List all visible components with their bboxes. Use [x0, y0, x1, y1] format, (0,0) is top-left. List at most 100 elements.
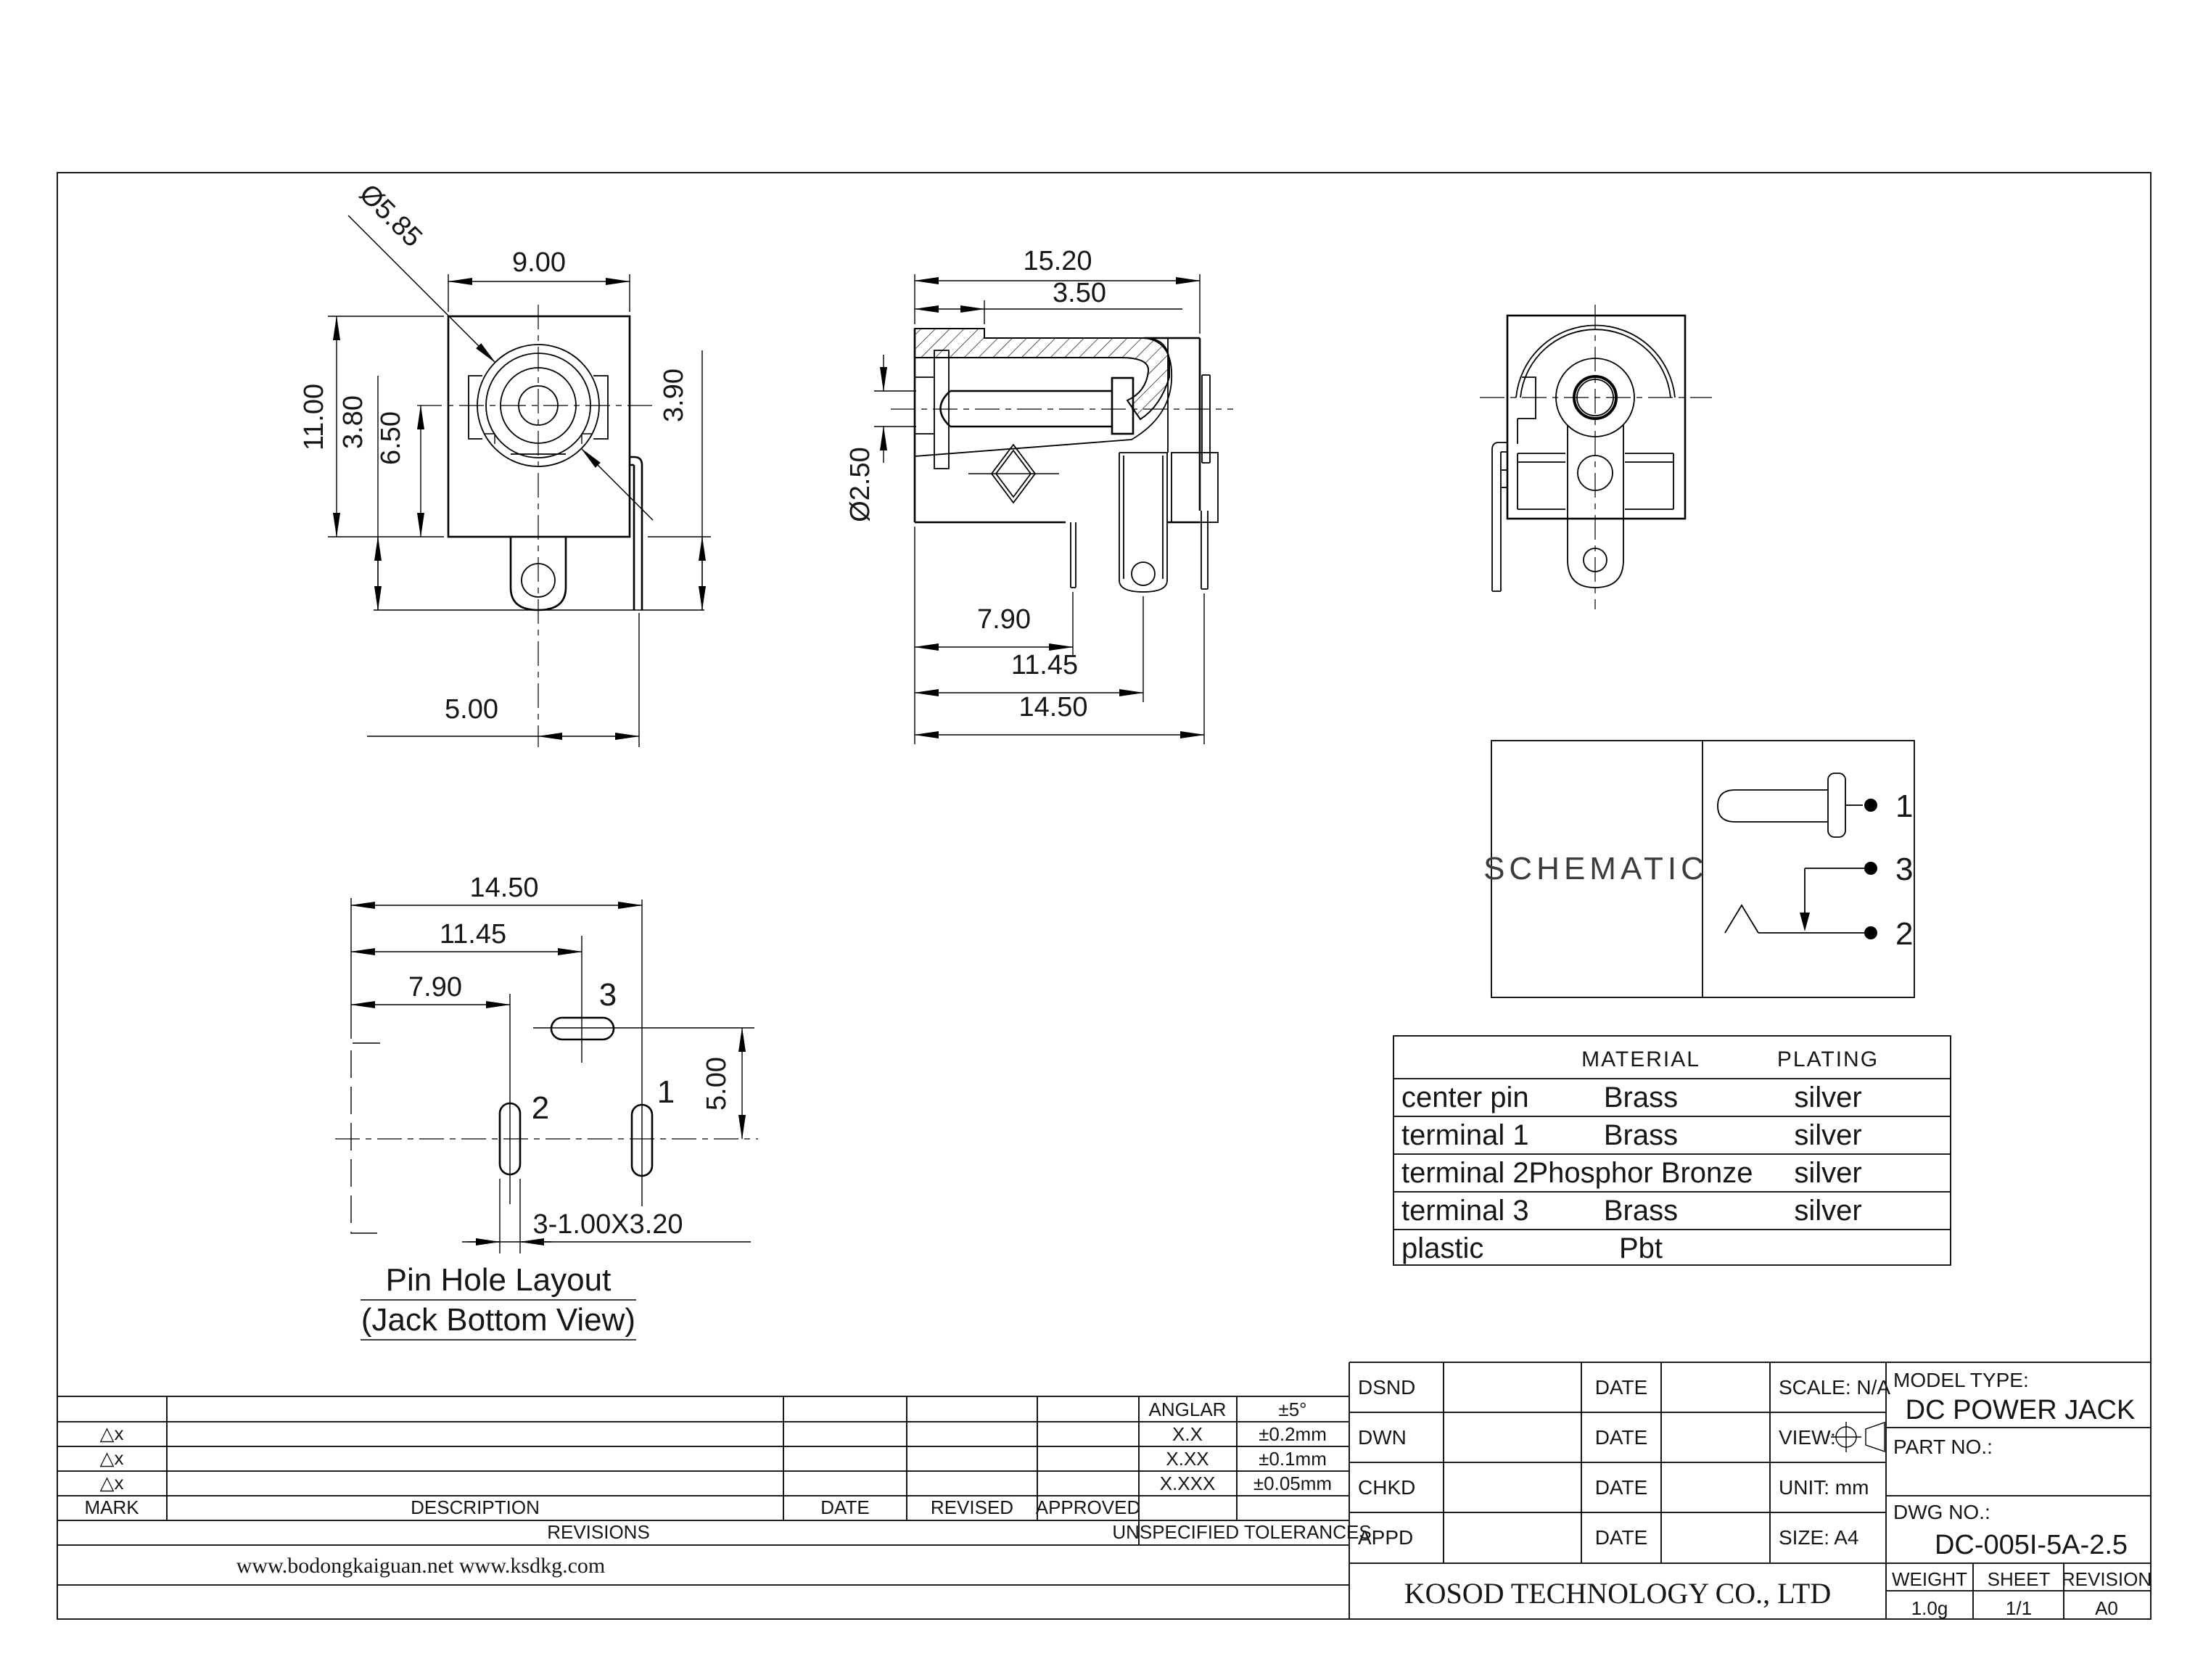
svg-text:Brass: Brass — [1604, 1082, 1678, 1113]
side-back-plate — [1201, 374, 1211, 464]
part-no-label: PART NO.: — [1893, 1436, 1993, 1458]
switch-arrow — [1800, 913, 1810, 931]
layout-subcaption: (Jack Bottom View) — [361, 1302, 635, 1338]
date-label-3: DATE — [1595, 1476, 1648, 1499]
weight-value: 1.0g — [1911, 1597, 1948, 1619]
front-body — [447, 315, 631, 538]
weight-label: WEIGHT — [1892, 1568, 1967, 1590]
pin-hole-layout: 3 2 1 14.50 11.45 7.90 5.00 3-1.00X3.20 … — [335, 873, 758, 1341]
plug-barrel-symbol — [1717, 789, 1828, 823]
svg-text:silver: silver — [1794, 1119, 1861, 1151]
material-row-terminal-3: terminal 3 Brass silver — [1401, 1195, 1862, 1227]
layout-dim-7-90: 7.90 — [408, 972, 462, 1002]
schematic-pin-2: 2 — [1895, 916, 1913, 952]
layout-dim-11-45: 11.45 — [440, 919, 506, 950]
dim-15-20: 15.20 — [1023, 246, 1092, 276]
material-row-plastic: plastic Pbt — [1401, 1232, 1663, 1264]
chkd-label: CHKD — [1358, 1476, 1415, 1499]
dim-3-80: 3.80 — [338, 395, 368, 449]
page-border — [57, 172, 2152, 1620]
description-header: DESCRIPTION — [411, 1496, 540, 1518]
label-pin-1: 1 — [657, 1074, 675, 1110]
revisions-table: △x △x △x MARK DESCRIPTION DATE REVISED A… — [57, 1396, 1349, 1586]
side-pin-cap — [1111, 376, 1135, 435]
svg-text:±0.05mm: ±0.05mm — [1253, 1473, 1332, 1494]
schematic-pin-1: 1 — [1895, 788, 1913, 824]
mark-header: MARK — [84, 1496, 139, 1518]
mark-symbol-1: △x — [100, 1422, 124, 1444]
dim-11-45: 11.45 — [1011, 650, 1078, 680]
dim-14-50: 14.50 — [1018, 692, 1087, 722]
svg-text:terminal 3: terminal 3 — [1401, 1195, 1529, 1227]
slot-3 — [550, 1016, 615, 1041]
schematic-panel: SCHEMATIC 1 3 2 — [1483, 740, 1915, 998]
side-washer — [934, 350, 950, 469]
appd-label: APPD — [1358, 1526, 1413, 1549]
side-lug — [1119, 452, 1168, 593]
dim-diameter-2-50: Ø2.50 — [845, 447, 876, 522]
svg-text:X.XXX: X.XXX — [1160, 1473, 1216, 1494]
dim-3-90: 3.90 — [659, 368, 689, 422]
svg-text:±0.2mm: ±0.2mm — [1259, 1423, 1327, 1445]
svg-text:terminal 2: terminal 2 — [1401, 1157, 1529, 1189]
schematic-pin-3: 3 — [1895, 852, 1913, 887]
dim-7-90: 7.90 — [977, 604, 1031, 635]
side-hatched-wall — [914, 328, 1170, 421]
front-right-tab — [593, 375, 609, 440]
size-label: SIZE: A4 — [1779, 1526, 1859, 1549]
tolerances-title: UNSPECIFIED TOLERANCES — [1112, 1521, 1371, 1543]
title-block: DSND DWN CHKD APPD DATE DATE DATE DATE S… — [1349, 1362, 2152, 1619]
sheet-value: 1/1 — [2006, 1597, 2032, 1619]
tolerance-table: ANGLAR ±5° X.X ±0.2mm X.XX ±0.1mm X.XXX … — [1112, 1399, 1371, 1543]
pin3-node — [1864, 862, 1877, 875]
svg-text:±5°: ±5° — [1278, 1399, 1306, 1420]
phantom-outline — [350, 1042, 380, 1234]
dsnd-label: DSND — [1358, 1376, 1415, 1399]
sheet-label: SHEET — [1988, 1568, 2051, 1590]
layout-dim-5-00: 5.00 — [701, 1057, 732, 1111]
revision-value: A0 — [2095, 1597, 2118, 1619]
svg-text:ANGLAR: ANGLAR — [1149, 1399, 1227, 1420]
scale-label: SCALE: N/A — [1779, 1376, 1890, 1399]
revision-label: REVISION — [2062, 1568, 2152, 1590]
model-type-value: DC POWER JACK — [1906, 1395, 2136, 1425]
layout-caption: Pin Hole Layout — [386, 1262, 612, 1298]
slot-note: 3-1.00X3.20 — [532, 1209, 683, 1240]
websites: www.bodongkaiguan.net www.ksdkg.com — [236, 1554, 606, 1578]
material-row-terminal-2: terminal 2 Phosphor Bronze silver — [1401, 1157, 1862, 1189]
col-material: MATERIAL — [1581, 1047, 1700, 1071]
dim-11-00: 11.00 — [299, 384, 329, 450]
front-view: 9.00 Ø5.85 11.00 3.80 6.50 3.90 5.00 — [299, 178, 711, 747]
svg-text:X.X: X.X — [1172, 1423, 1203, 1445]
svg-text:silver: silver — [1794, 1195, 1861, 1227]
date-label-2: DATE — [1595, 1426, 1648, 1449]
view-label: VIEW: — [1779, 1426, 1836, 1449]
dwg-no-value: DC-005I-5A-2.5 — [1935, 1530, 2128, 1560]
side-view: 15.20 3.50 Ø2.50 7.90 11.45 14.50 — [845, 246, 1233, 744]
svg-text:±0.1mm: ±0.1mm — [1259, 1448, 1327, 1470]
approved-header: APPROVED — [1036, 1496, 1141, 1518]
rear-bent-pin — [1491, 442, 1507, 592]
side-pin-terminal2 — [1070, 522, 1076, 588]
rear-body — [1506, 314, 1687, 520]
projection-symbol-icon — [1831, 1422, 1885, 1452]
material-table: MATERIAL PLATING center pin Brass silver… — [1393, 1035, 1951, 1266]
svg-text:silver: silver — [1794, 1082, 1861, 1113]
date-label-4: DATE — [1595, 1526, 1648, 1549]
dim-6-50: 6.50 — [376, 411, 406, 465]
mark-symbol-2: △x — [100, 1447, 124, 1469]
dim-3-50: 3.50 — [1053, 278, 1106, 308]
rear-view — [1480, 305, 1712, 609]
layout-dim-14-50: 14.50 — [469, 873, 538, 903]
side-lug-hole — [1131, 561, 1156, 586]
dim-9-00: 9.00 — [512, 247, 566, 278]
pin1-node — [1864, 799, 1877, 812]
label-pin-3: 3 — [599, 977, 617, 1013]
contact-chevron — [1724, 904, 1759, 934]
side-dome — [914, 337, 1173, 457]
mark-symbol-3: △x — [100, 1472, 124, 1494]
company-name: KOSOD TECHNOLOGY CO., LTD — [1404, 1577, 1832, 1610]
pin2-node — [1864, 926, 1877, 939]
